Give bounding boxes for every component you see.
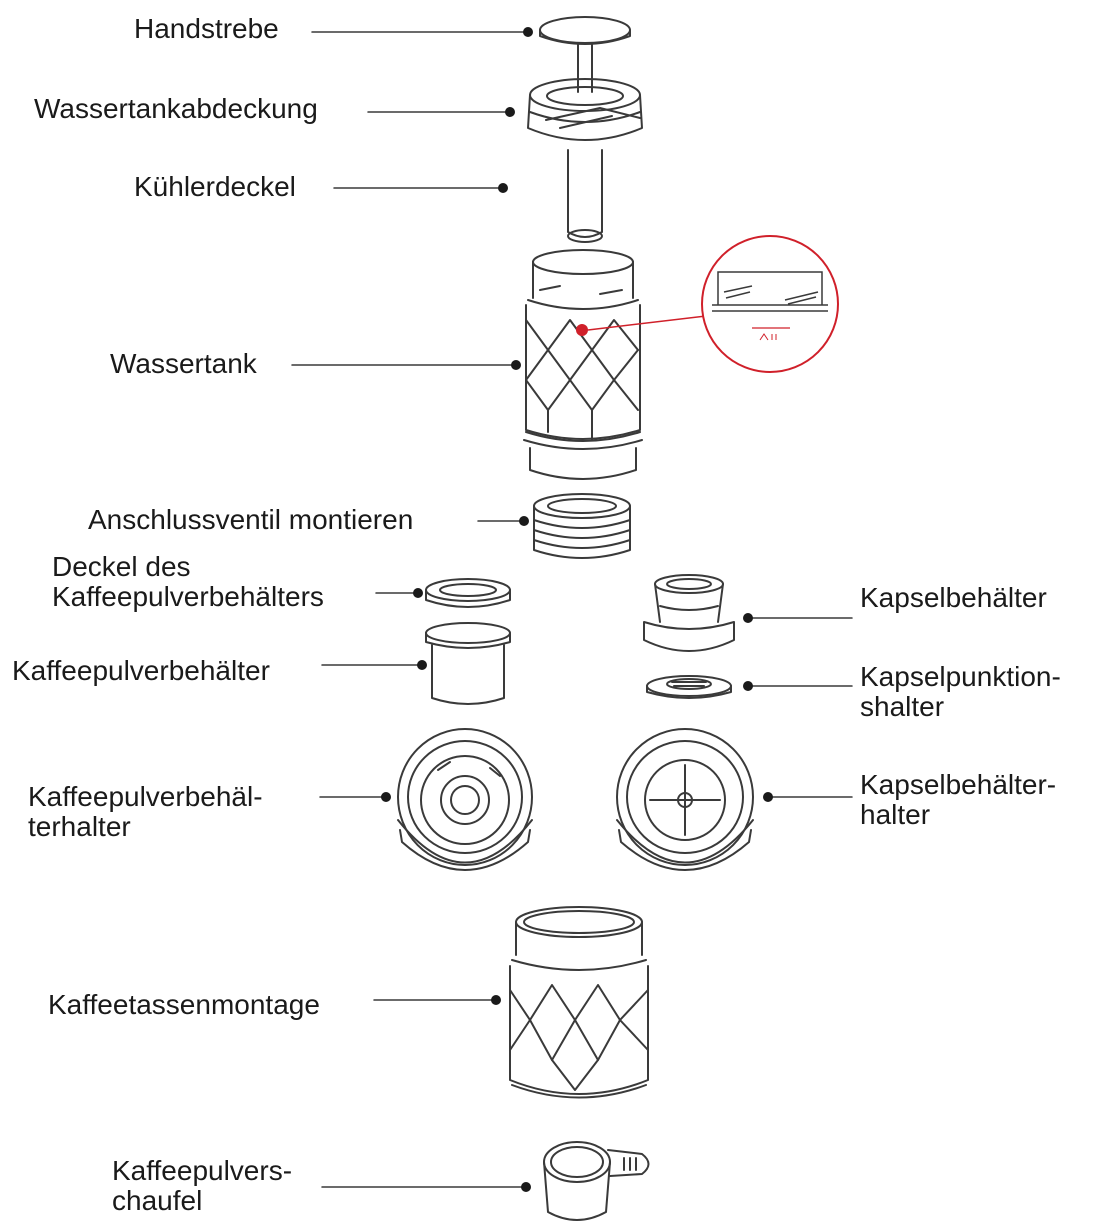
label-coffee-powder-holder: Kaffeepulverbehäl- terhalter bbox=[28, 782, 263, 842]
label-coffee-powder-container-lid: Deckel des Kaffeepulverbehälters bbox=[52, 552, 324, 612]
label-line: Deckel des bbox=[52, 551, 191, 582]
detail-callout bbox=[576, 235, 839, 373]
label-coffee-scoop: Kaffeepulvers- chaufel bbox=[112, 1156, 292, 1216]
label-coffee-powder-container: Kaffeepulverbehälter bbox=[12, 655, 270, 686]
coffee-scoop-part bbox=[543, 1141, 650, 1221]
label-connection-valve: Anschlussventil montieren bbox=[88, 504, 414, 535]
leader-lines bbox=[291, 31, 853, 1188]
coffee-powder-container-lid-part bbox=[425, 578, 511, 608]
capsule-puncture-holder-part bbox=[646, 675, 732, 699]
water-tank-part bbox=[523, 249, 643, 480]
capsule-container-part bbox=[643, 574, 735, 652]
label-line: chaufel bbox=[112, 1185, 203, 1216]
label-water-tank-cover: Wassertankabdeckung bbox=[34, 93, 318, 124]
label-line: terhalter bbox=[28, 811, 131, 842]
label-line: Kapselbehälter- bbox=[860, 769, 1057, 800]
label-capsule-puncture-holder: Kapselpunktion- shalter bbox=[860, 662, 1061, 722]
cooler-lid-part bbox=[567, 149, 603, 243]
label-capsule-container: Kapselbehälter bbox=[860, 582, 1047, 613]
coffee-powder-container-part bbox=[425, 622, 511, 705]
label-coffee-cup-assembly: Kaffeetassenmontage bbox=[48, 989, 320, 1020]
label-line: halter bbox=[860, 799, 931, 830]
capsule-holder-part bbox=[616, 728, 754, 871]
water-tank-cover-part bbox=[527, 78, 643, 141]
label-line: Kaffeepulverbehäl- bbox=[28, 781, 263, 812]
label-hand-strut: Handstrebe bbox=[134, 13, 279, 44]
connection-valve-part bbox=[533, 493, 631, 559]
label-water-tank: Wassertank bbox=[110, 348, 257, 379]
hand-strut-part bbox=[539, 16, 631, 93]
coffee-cup-assembly-part bbox=[509, 906, 649, 1099]
label-line: Kaffeepulvers- bbox=[112, 1155, 293, 1186]
detail-mark-icon bbox=[759, 333, 777, 341]
label-line: shalter bbox=[860, 691, 945, 722]
label-capsule-holder: Kapselbehälter- halter bbox=[860, 770, 1056, 830]
label-line: Kapselpunktion- bbox=[860, 661, 1061, 692]
label-cooler-lid: Kühlerdeckel bbox=[134, 171, 296, 202]
label-line: Kaffeepulverbehälters bbox=[52, 581, 324, 612]
coffee-powder-holder-part bbox=[397, 728, 533, 871]
leader-dots bbox=[381, 27, 773, 1192]
